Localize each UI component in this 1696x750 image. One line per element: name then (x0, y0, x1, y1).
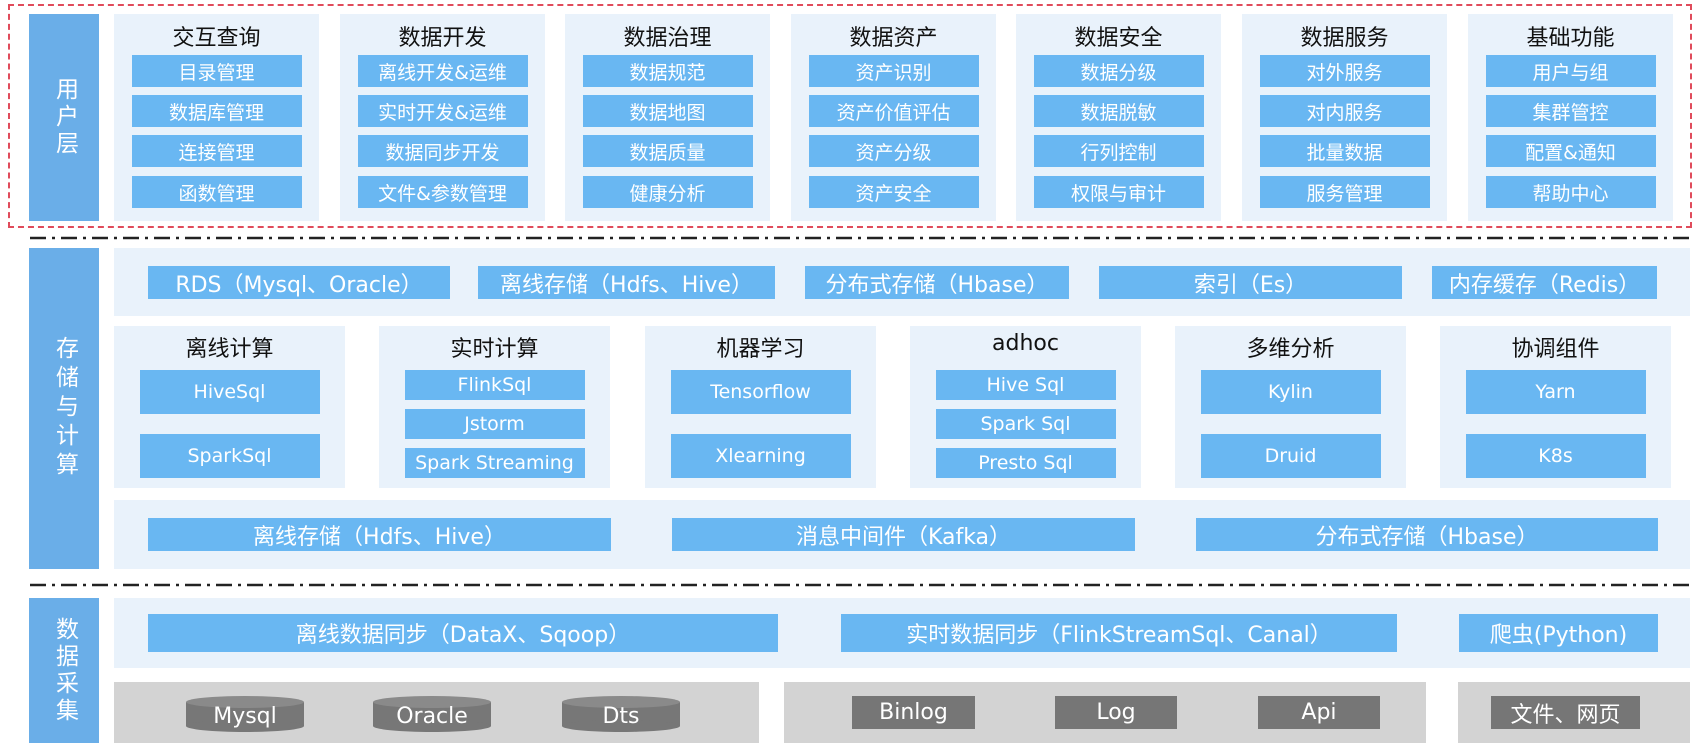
user-module-item[interactable]: 服务管理 (1259, 176, 1430, 208)
compute-item[interactable]: Hive Sql (935, 370, 1116, 400)
user-module-item[interactable]: 数据库管理 (131, 95, 302, 127)
user-module-item[interactable]: 数据脱敏 (1033, 95, 1204, 127)
user-module-title: 基础功能 (1526, 26, 1615, 51)
storage-rds[interactable]: RDS（Mysql、Oracle） (148, 266, 450, 299)
source-log[interactable]: Log (1055, 696, 1177, 729)
storage-cache[interactable]: 内存缓存（Redis） (1432, 266, 1657, 299)
user-layer-outline (8, 4, 1692, 228)
user-module-title: 数据安全 (1074, 26, 1163, 51)
user-module-title: 数据治理 (623, 26, 712, 51)
user-module-item[interactable]: 帮助中心 (1485, 176, 1656, 208)
layer-label-collect: 数据采集 (29, 598, 99, 743)
storage-distributed[interactable]: 分布式存储（Hbase） (805, 266, 1069, 299)
compute-item[interactable]: Spark Streaming (404, 448, 585, 478)
user-module-item[interactable]: 对内服务 (1259, 95, 1430, 127)
user-module-item[interactable]: 文件&参数管理 (357, 176, 528, 208)
compute-item[interactable]: Yarn (1465, 370, 1646, 414)
user-module-item[interactable]: 集群管控 (1485, 95, 1656, 127)
user-module-item[interactable]: 配置&通知 (1485, 135, 1656, 167)
db-cylinder-mysql: Mysql (186, 696, 304, 734)
compute-item[interactable]: K8s (1465, 434, 1646, 478)
compute-group-title: adhoc (992, 331, 1059, 356)
db-cylinder-dts: Dts (562, 696, 680, 734)
storage-bottom-hbase[interactable]: 分布式存储（Hbase） (1196, 518, 1658, 551)
storage-offline[interactable]: 离线存储（Hdfs、Hive） (478, 266, 775, 299)
source-file-web[interactable]: 文件、网页 (1491, 696, 1640, 729)
user-module-item[interactable]: 资产识别 (808, 55, 979, 87)
compute-item[interactable]: Jstorm (404, 409, 585, 439)
compute-group-title: 离线计算 (185, 337, 274, 362)
user-module-item[interactable]: 资产价值评估 (808, 95, 979, 127)
sync-realtime[interactable]: 实时数据同步（FlinkStreamSql、Canal） (841, 614, 1397, 652)
user-module-item[interactable]: 批量数据 (1259, 135, 1430, 167)
db-oracle-label: Oracle (396, 703, 468, 729)
user-module-item[interactable]: 资产分级 (808, 135, 979, 167)
compute-item[interactable]: SparkSql (139, 434, 320, 478)
user-module-item[interactable]: 数据同步开发 (357, 135, 528, 167)
separator-2 (30, 583, 1690, 587)
layer-label-collect-text: 数据采集 (51, 616, 78, 725)
user-module-item[interactable]: 函数管理 (131, 176, 302, 208)
storage-bottom-kafka[interactable]: 消息中间件（Kafka） (672, 518, 1135, 551)
compute-item[interactable]: Kylin (1200, 370, 1381, 414)
sync-crawler[interactable]: 爬虫(Python) (1459, 614, 1658, 652)
compute-item[interactable]: FlinkSql (404, 370, 585, 400)
layer-label-user-text: 用户层 (51, 77, 78, 158)
db-dts-label: Dts (602, 703, 640, 729)
user-module-item[interactable]: 资产安全 (808, 176, 979, 208)
user-module-item[interactable]: 数据地图 (582, 95, 753, 127)
user-module-item[interactable]: 目录管理 (131, 55, 302, 87)
user-module-title: 交互查询 (172, 26, 261, 51)
user-module-item[interactable]: 离线开发&运维 (357, 55, 528, 87)
compute-item[interactable]: Tensorflow (670, 370, 851, 414)
user-module-item[interactable]: 对外服务 (1259, 55, 1430, 87)
user-module-item[interactable]: 用户与组 (1485, 55, 1656, 87)
compute-item[interactable]: Presto Sql (935, 448, 1116, 478)
storage-bottom-offline[interactable]: 离线存储（Hdfs、Hive） (148, 518, 611, 551)
user-module-item[interactable]: 数据分级 (1033, 55, 1204, 87)
db-cylinder-oracle: Oracle (373, 696, 491, 734)
layer-label-user: 用户层 (29, 14, 99, 221)
user-module-item[interactable]: 权限与审计 (1033, 176, 1204, 208)
compute-item[interactable]: HiveSql (139, 370, 320, 414)
user-module-title: 数据资产 (849, 26, 938, 51)
separator-1 (30, 236, 1690, 240)
user-module-title: 数据开发 (398, 26, 487, 51)
compute-group-title: 协调组件 (1511, 337, 1600, 362)
db-mysql-label: Mysql (213, 703, 277, 729)
source-binlog[interactable]: Binlog (852, 696, 975, 729)
compute-group-title: 实时计算 (450, 337, 539, 362)
layer-label-storage-text: 存储与计算 (51, 336, 78, 481)
compute-group-title: 多维分析 (1246, 337, 1335, 362)
compute-item[interactable]: Spark Sql (935, 409, 1116, 439)
user-module-item[interactable]: 数据质量 (582, 135, 753, 167)
user-module-item[interactable]: 健康分析 (582, 176, 753, 208)
user-module-item[interactable]: 连接管理 (131, 135, 302, 167)
sync-offline[interactable]: 离线数据同步（DataX、Sqoop） (148, 614, 778, 652)
user-module-title: 数据服务 (1300, 26, 1389, 51)
source-api[interactable]: Api (1258, 696, 1380, 729)
compute-item[interactable]: Xlearning (670, 434, 851, 478)
storage-index[interactable]: 索引（Es） (1099, 266, 1402, 299)
compute-group-title: 机器学习 (716, 337, 805, 362)
layer-label-storage: 存储与计算 (29, 248, 99, 569)
compute-item[interactable]: Druid (1200, 434, 1381, 478)
user-module-item[interactable]: 数据规范 (582, 55, 753, 87)
user-module-item[interactable]: 行列控制 (1033, 135, 1204, 167)
user-module-item[interactable]: 实时开发&运维 (357, 95, 528, 127)
